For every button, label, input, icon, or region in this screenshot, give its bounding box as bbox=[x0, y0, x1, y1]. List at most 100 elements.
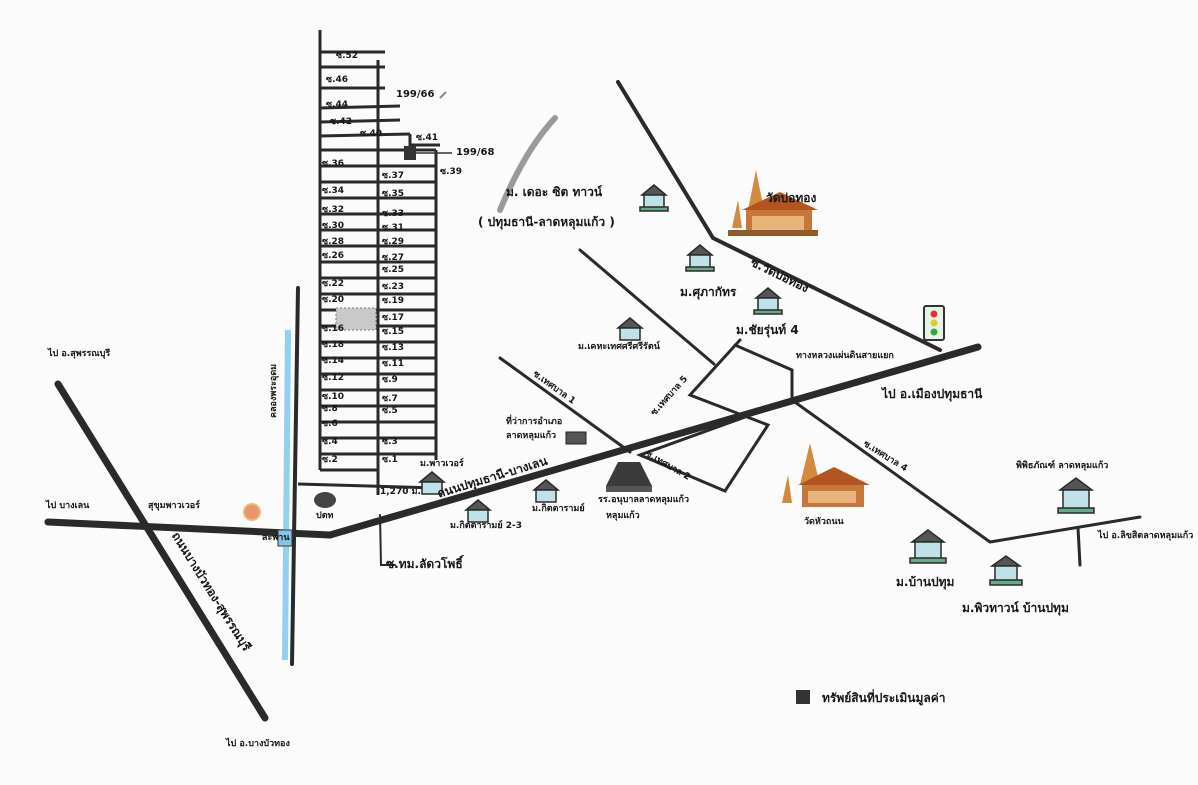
village-label: ม. เดอะ ซิต ทาวน์ bbox=[506, 185, 603, 199]
house-icon bbox=[685, 244, 715, 272]
soi-label: ซ.25 bbox=[382, 265, 405, 275]
house-icon bbox=[753, 287, 783, 315]
soi-label: ซ.42 bbox=[330, 117, 353, 127]
house-icon bbox=[909, 529, 947, 564]
soi-label: ซ.6 bbox=[322, 419, 338, 429]
soi-label: ซ.20 bbox=[322, 295, 345, 305]
ptt-label: ปตท bbox=[316, 511, 334, 521]
house-icon bbox=[615, 317, 645, 341]
soi-label: ซ.33 bbox=[382, 209, 405, 219]
village-label: ม.พิวทาวน์ บ้านปทุม bbox=[962, 601, 1069, 615]
river-streak bbox=[497, 115, 558, 213]
soi-label: ซ.41 bbox=[416, 133, 439, 143]
landmark-label: รร.อนุบาลลาดหลุมแก้ว bbox=[598, 495, 690, 505]
road-tessaban-4 bbox=[790, 398, 1142, 544]
village-label: ม.เคหะเทศศรีศรีรัตน์ bbox=[578, 342, 660, 352]
soi-grid bbox=[297, 30, 440, 495]
soi-label: ซ.30 bbox=[322, 221, 345, 231]
house-icon bbox=[989, 555, 1023, 586]
soi-label: ซ.10 bbox=[322, 392, 345, 402]
bridge-label: สะพาน bbox=[262, 533, 290, 543]
main-road-pathum-banglen bbox=[326, 343, 982, 539]
soi-label: ซ.31 bbox=[382, 223, 405, 233]
traffic-light-icon bbox=[923, 305, 945, 341]
vertical-road bbox=[290, 286, 300, 666]
landmark-label: หลุมแก้ว bbox=[606, 511, 640, 521]
soi-label: ซ.23 bbox=[382, 282, 405, 292]
direction-label: ไป อ.ลิขสิตลาดหลุมแก้ว bbox=[1098, 531, 1194, 541]
house-number-label: 199/68 bbox=[456, 147, 495, 158]
soi-label: ซ.27 bbox=[382, 253, 405, 263]
road-wat-botong bbox=[616, 80, 942, 352]
soi-label: ซ.5 bbox=[382, 406, 398, 416]
village-label: ( ปทุมธานี-ลาดหลุมแก้ว ) bbox=[478, 215, 615, 229]
village-label: ม.กิตตารามย์ 2-3 bbox=[450, 521, 523, 531]
highway-suphan bbox=[54, 380, 269, 722]
soi-label: ซ.9 bbox=[382, 375, 398, 385]
direction-label: ไป อ.บางบัวทอง bbox=[226, 739, 290, 749]
soi-label: ซ.29 bbox=[382, 237, 405, 247]
direction-label: ไป อ.เมืองปทุมธานี bbox=[882, 387, 983, 401]
temple-label: วัดหัวถนน bbox=[804, 517, 844, 527]
road-label: ซ.ทม.ลัดวโพธิ์ bbox=[386, 557, 463, 571]
soi-label: ซ.2 bbox=[322, 455, 338, 465]
direction-label: ไป อ.สุพรรณบุรี bbox=[48, 349, 111, 359]
village-label: ม.ชัยรุ่นท์ 4 bbox=[736, 323, 799, 337]
subject-property-icon bbox=[404, 146, 416, 160]
temple-icon bbox=[782, 443, 870, 507]
soi-label: ซ.46 bbox=[326, 75, 349, 85]
house-icon bbox=[1057, 477, 1095, 514]
soi-label: ซ.12 bbox=[322, 373, 345, 383]
soi-label: ซ.14 bbox=[322, 356, 345, 366]
road-loop bbox=[635, 338, 794, 493]
village-label: ม.พาวเวอร์ bbox=[420, 459, 464, 469]
soi-label: ซ.34 bbox=[322, 186, 345, 196]
soi-label: ซ.7 bbox=[382, 394, 398, 404]
soi-label: ซ.1 bbox=[382, 455, 398, 465]
school-icon bbox=[606, 462, 652, 486]
soi-label: ซ.19 bbox=[382, 296, 405, 306]
house-number-label: 199/66 bbox=[396, 89, 435, 100]
landmark-label: ที่ว่าการอำเภอ bbox=[506, 417, 563, 427]
soi-label: ซ.15 bbox=[382, 327, 405, 337]
soi-label: ซ.26 bbox=[322, 251, 345, 261]
landmark-label: ลาดหลุมแก้ว bbox=[506, 431, 557, 441]
soi-label: ซ.22 bbox=[322, 279, 345, 289]
soi-label: ซ.8 bbox=[322, 404, 338, 414]
soi-label: ซ.40 bbox=[360, 129, 383, 139]
ptt-icon bbox=[314, 492, 336, 508]
road-branch-right bbox=[1076, 526, 1082, 567]
canal-line bbox=[282, 329, 291, 661]
landmark-label: พิพิธภัณฑ์ ลาดหลุมแก้ว bbox=[1016, 461, 1109, 471]
village-label: ม.กิตตารามย์ bbox=[532, 504, 585, 514]
soi-label: ซ.36 bbox=[322, 159, 345, 169]
village-label: ม.บ้านปทุม bbox=[896, 575, 955, 589]
soi-label: ซ.16 bbox=[322, 324, 345, 334]
house-icon bbox=[639, 184, 669, 212]
village-label: ม.ศุภากัทร bbox=[680, 285, 737, 299]
road-tessaban-5 bbox=[578, 248, 716, 366]
house-icon bbox=[531, 479, 561, 503]
distance-label: 1,270 ม. bbox=[380, 487, 421, 497]
soi-label: ซ.44 bbox=[326, 100, 349, 110]
house-icon bbox=[417, 471, 447, 495]
soi-label: ซ.32 bbox=[322, 205, 345, 215]
gas-station-icon bbox=[243, 503, 261, 521]
soi-label: ซ.11 bbox=[382, 359, 405, 369]
legend-swatch bbox=[796, 690, 810, 704]
soi-label: ซ.18 bbox=[322, 340, 345, 350]
soi-label: ซ.13 bbox=[382, 343, 405, 353]
canal-label: คลองพระอุดม bbox=[269, 363, 279, 418]
soi-label: ซ.52 bbox=[336, 51, 359, 61]
soi-label: ซ.35 bbox=[382, 189, 405, 199]
soi-label: ซ.39 bbox=[440, 167, 463, 177]
direction-label: ไป บางเลน bbox=[46, 501, 90, 511]
soi-label: ซ.17 bbox=[382, 313, 405, 323]
temple-label: วัดบ่อทอง bbox=[766, 191, 817, 205]
legend-label: ทรัพย์สินที่ประเมินมูลค่า bbox=[822, 691, 946, 705]
district-office-icon bbox=[565, 431, 587, 445]
junction-label: สุขุมพาวเวอร์ bbox=[148, 501, 200, 511]
soi-label: ซ.28 bbox=[322, 237, 345, 247]
